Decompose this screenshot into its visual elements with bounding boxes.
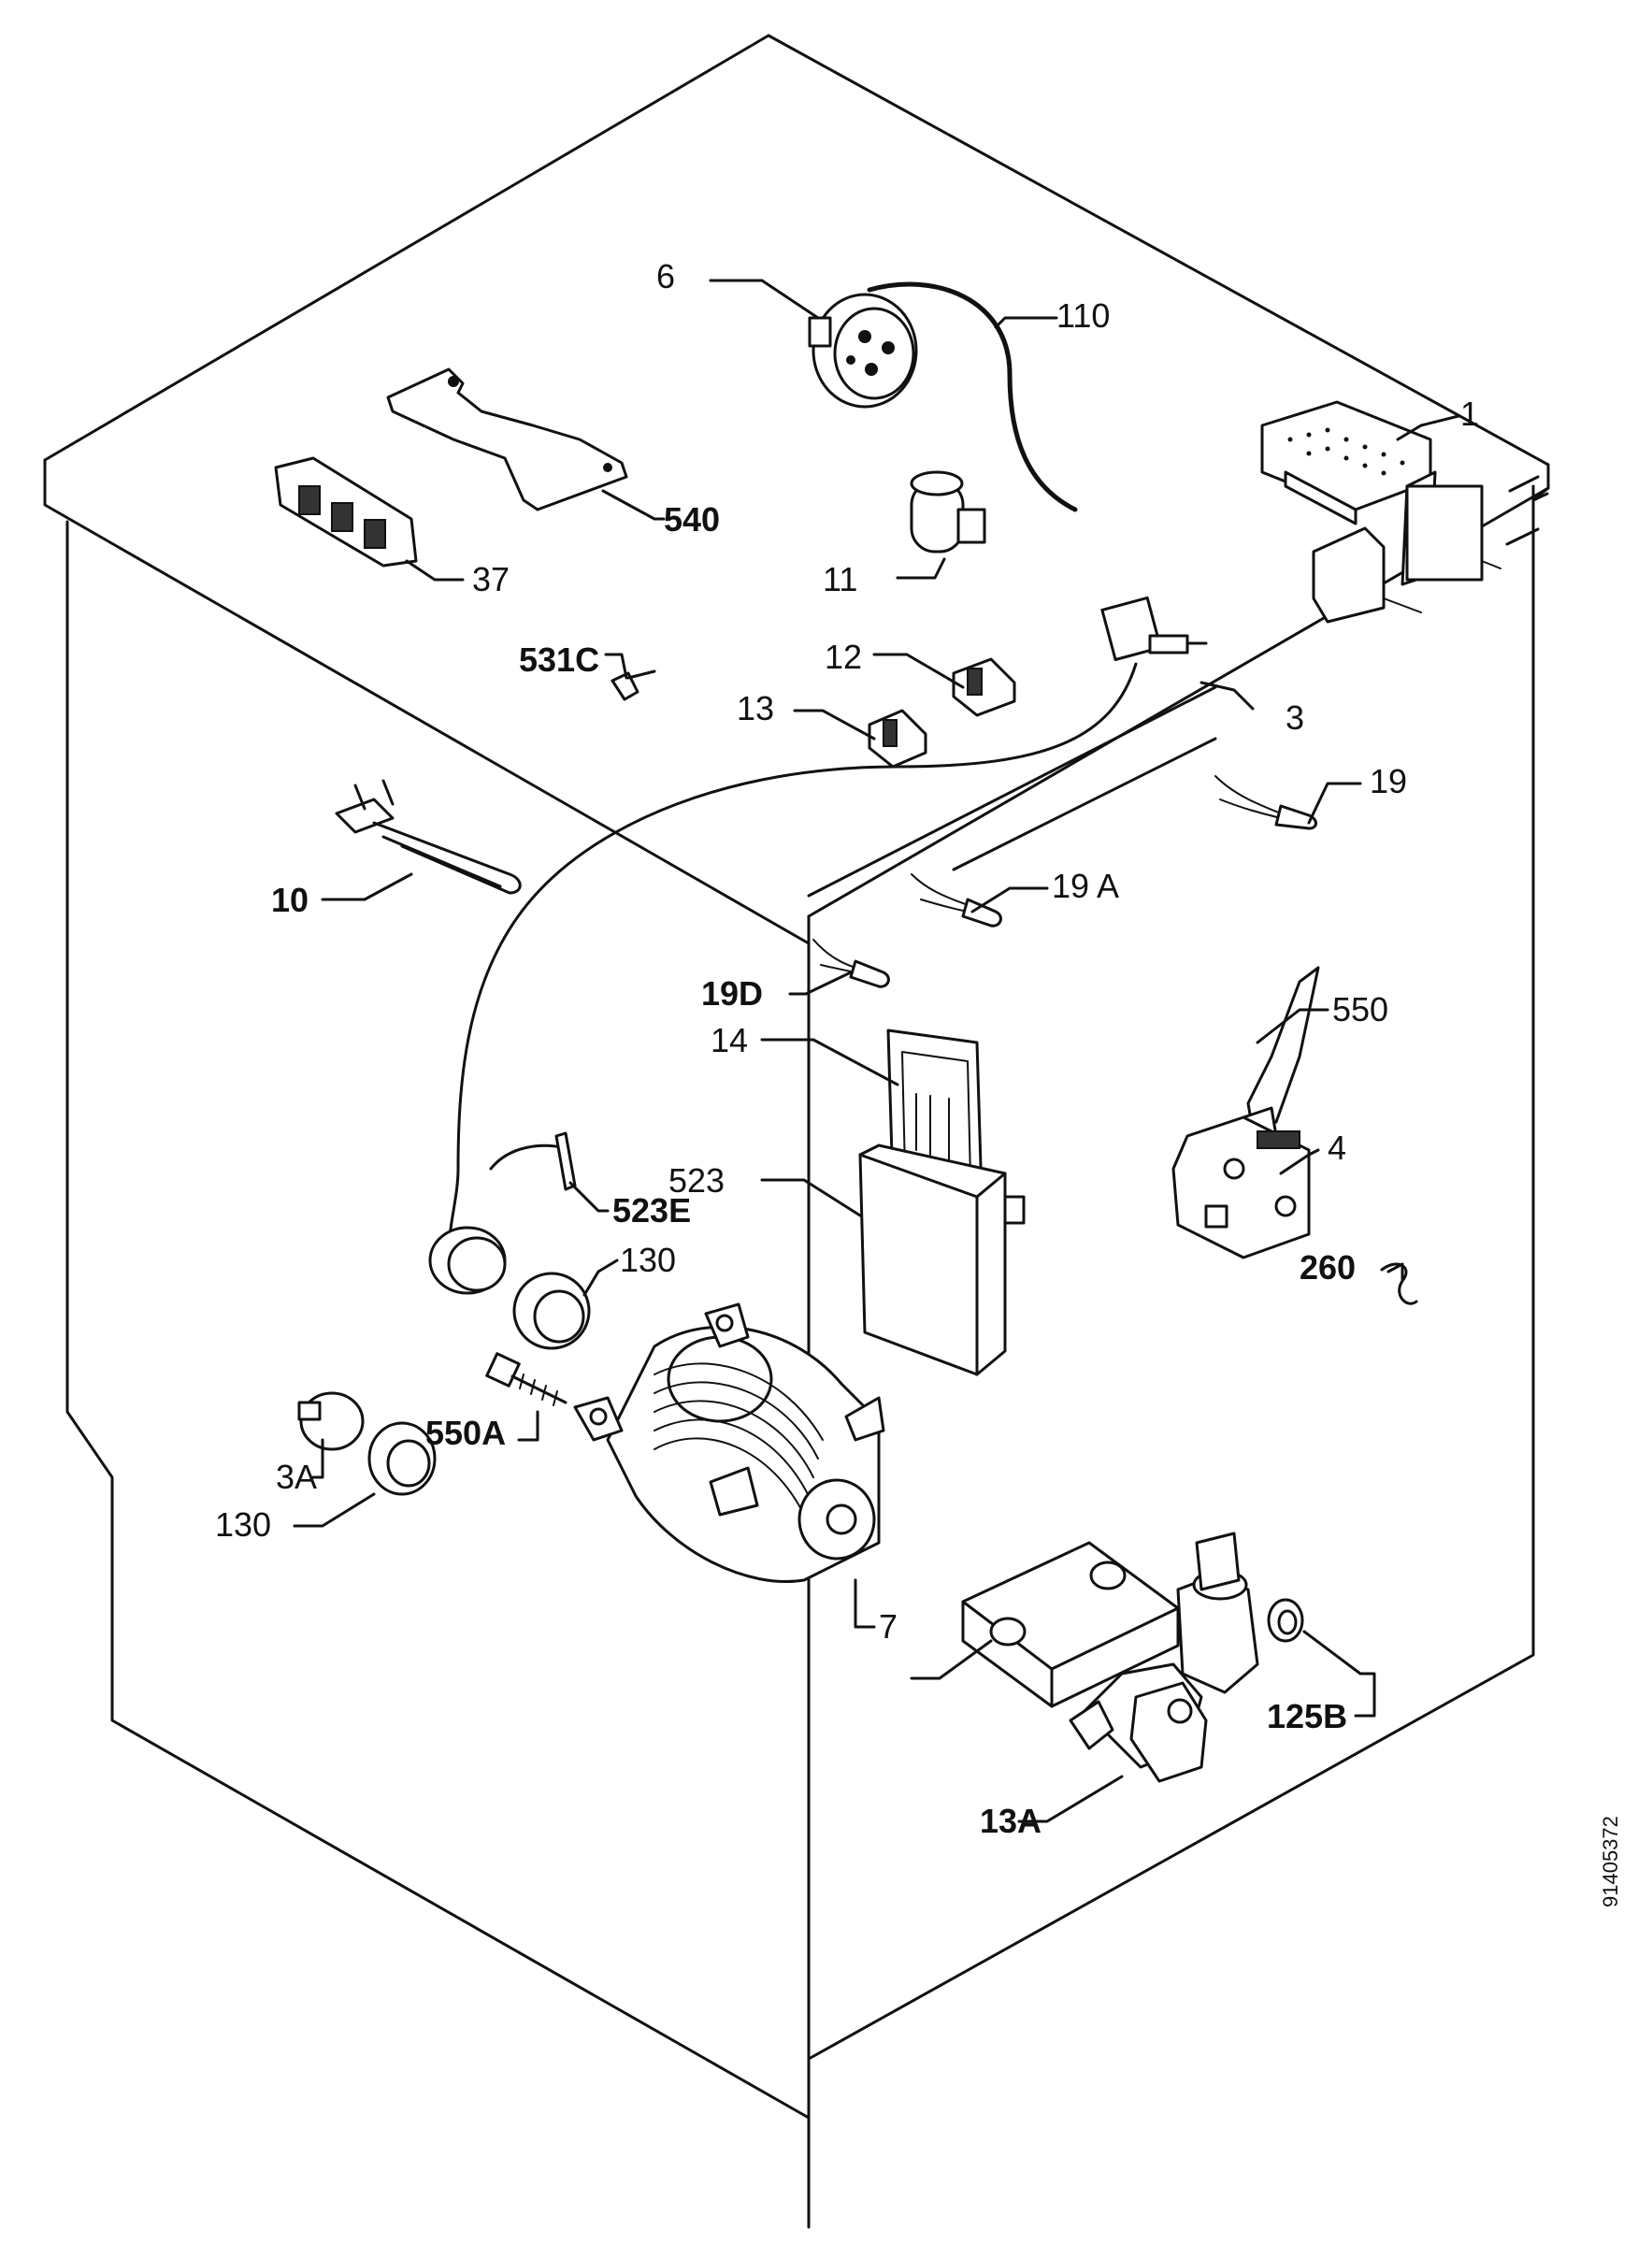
heating-element-10 bbox=[335, 779, 522, 895]
grommet-130-upper bbox=[512, 1272, 591, 1350]
cover-550a bbox=[961, 1541, 1180, 1708]
document-number: 91405372 bbox=[1599, 1816, 1622, 1907]
label-3a: 3A bbox=[276, 1458, 317, 1496]
label-531c: 550A bbox=[425, 1414, 506, 1452]
cabinet-outline bbox=[43, 34, 1550, 2229]
label-346: 523 bbox=[668, 1161, 725, 1200]
pressure-switch-12 bbox=[808, 293, 918, 409]
label-4: 7 bbox=[879, 1607, 898, 1646]
lever-550 bbox=[1242, 966, 1320, 1147]
bracket-523e bbox=[386, 367, 628, 511]
seal-ring-125b bbox=[1267, 1598, 1304, 1643]
switch-3a bbox=[297, 1391, 365, 1451]
label-13a: 13 bbox=[737, 689, 774, 727]
label-19: 19 bbox=[1370, 762, 1407, 800]
label-37: 37 bbox=[472, 560, 510, 598]
label-540: 523E bbox=[612, 1191, 691, 1230]
hose-110 bbox=[867, 281, 1078, 512]
label-19d: 19D bbox=[701, 974, 763, 1013]
cable-3 bbox=[447, 662, 1138, 1255]
label-11: 11 bbox=[823, 560, 857, 598]
leader-lines bbox=[293, 279, 1460, 1823]
motor-4 bbox=[573, 1302, 885, 1583]
grommet-top bbox=[428, 1226, 507, 1295]
sensor-19d bbox=[812, 939, 890, 988]
door-lock-7 bbox=[1171, 1115, 1311, 1259]
label-130-upper: 130 bbox=[620, 1241, 676, 1279]
part-labels: 6 110 1 540 37 11 531C 12 13 3 19 10 19 … bbox=[215, 257, 1479, 1840]
label-550: 550 bbox=[1332, 990, 1388, 1028]
connector-13a bbox=[868, 709, 927, 769]
drain-pump-6 bbox=[1069, 1532, 1259, 1783]
label-523e: 540 bbox=[664, 500, 720, 539]
dispenser-housing-346 bbox=[858, 1144, 1026, 1376]
label-1: 1 bbox=[1460, 395, 1479, 433]
label-7: 4 bbox=[1328, 1129, 1346, 1167]
connector-13 bbox=[952, 657, 1016, 717]
clip-523 bbox=[611, 669, 656, 701]
label-12: 6 bbox=[656, 257, 675, 295]
terminal-block-37 bbox=[274, 456, 418, 568]
timer-programmer-1 bbox=[1260, 400, 1501, 624]
clamp-540 bbox=[489, 1131, 577, 1191]
label-523: 531C bbox=[519, 640, 599, 679]
label-110: 110 bbox=[1056, 296, 1110, 335]
capacitor-11 bbox=[910, 470, 986, 554]
switch-3 bbox=[1100, 596, 1208, 662]
label-6: 13A bbox=[980, 1802, 1041, 1840]
screw-531c bbox=[485, 1352, 567, 1406]
label-130-lower: 130 bbox=[215, 1505, 271, 1544]
label-3: 3 bbox=[1286, 698, 1304, 737]
label-19a: 19 A bbox=[1052, 867, 1119, 905]
sensor-19 bbox=[1214, 775, 1317, 830]
label-260: 260 bbox=[1300, 1248, 1356, 1287]
label-125b: 125B bbox=[1267, 1697, 1347, 1735]
label-13: 12 bbox=[825, 638, 862, 676]
grommet-130-lower bbox=[367, 1421, 437, 1496]
clip-260 bbox=[1380, 1262, 1418, 1305]
label-14: 14 bbox=[711, 1021, 748, 1059]
label-10: 10 bbox=[271, 881, 309, 919]
sensor-19a bbox=[911, 873, 1002, 928]
